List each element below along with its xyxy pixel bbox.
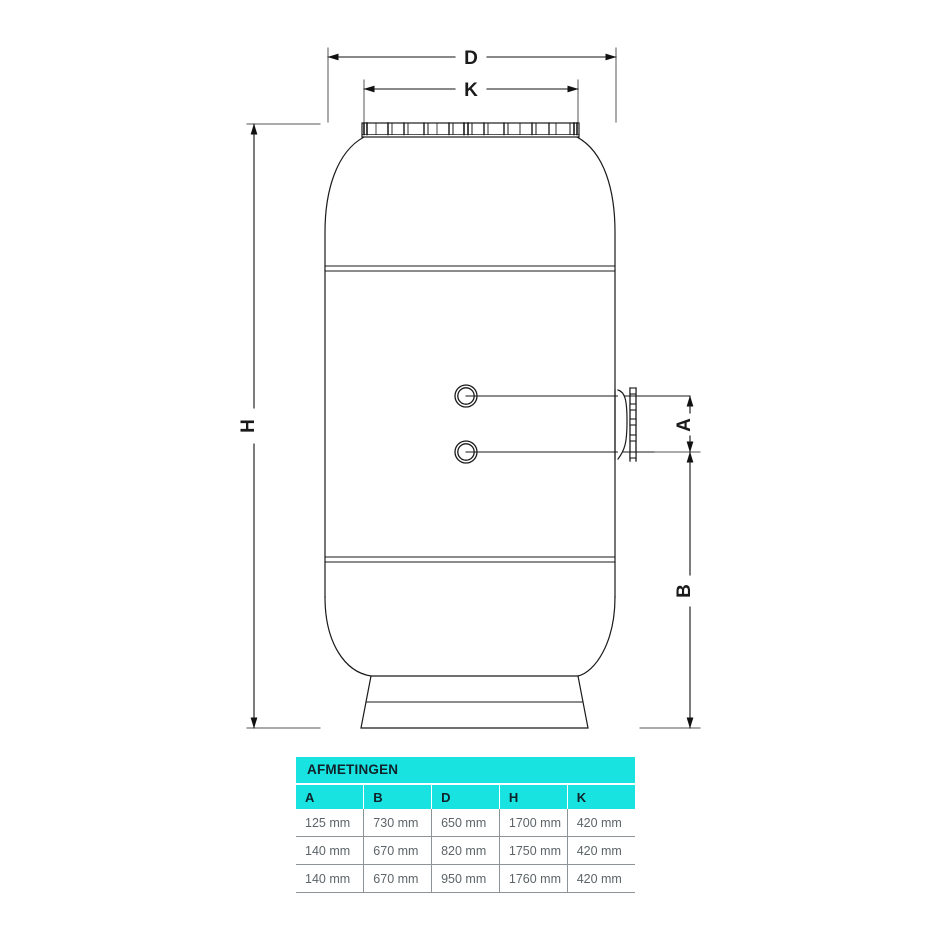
table-title-gap — [296, 783, 635, 785]
column-header-h: H — [499, 785, 568, 809]
cell-h-3: 1760 mm — [499, 864, 568, 893]
lower-seam-band — [324, 556, 616, 563]
lid-collar-ring — [361, 122, 580, 138]
dimension-k — [363, 79, 579, 123]
cell-h-2: 1750 mm — [499, 836, 568, 865]
cell-a-1: 125 mm — [296, 809, 365, 837]
cell-d-3: 950 mm — [431, 864, 500, 893]
dimension-label-k: K — [464, 80, 478, 101]
upper-seam-band — [324, 265, 616, 272]
gap-cell — [296, 783, 635, 785]
cell-a-2: 140 mm — [296, 836, 365, 865]
cell-k-1: 420 mm — [567, 809, 635, 837]
vessel-outline — [324, 136, 616, 677]
cell-b-3: 670 mm — [363, 864, 433, 893]
table-title-cell: AFMETINGEN — [296, 757, 635, 783]
dimension-label-h: H — [238, 419, 259, 433]
table-header-row: A B D H K — [296, 785, 635, 809]
cell-a-3: 140 mm — [296, 864, 365, 893]
cell-d-2: 820 mm — [431, 836, 500, 865]
dimension-h — [246, 123, 321, 729]
column-header-d: D — [431, 785, 500, 809]
dimension-label-a: A — [674, 418, 695, 432]
dimension-b — [639, 451, 701, 729]
column-header-k: K — [567, 785, 635, 809]
table-row: 140 mm 670 mm 820 mm 1750 mm 420 mm — [296, 836, 635, 865]
cell-k-2: 420 mm — [567, 836, 635, 865]
cell-d-1: 650 mm — [431, 809, 500, 837]
port-centerlines — [465, 395, 691, 453]
column-header-a: A — [296, 785, 365, 809]
cell-b-2: 670 mm — [363, 836, 433, 865]
table-row: 140 mm 670 mm 950 mm 1760 mm 420 mm — [296, 864, 635, 893]
table-row: 125 mm 730 mm 650 mm 1700 mm 420 mm — [296, 809, 635, 837]
cell-k-3: 420 mm — [567, 864, 635, 893]
dimension-label-d: D — [464, 48, 478, 69]
cell-b-1: 730 mm — [363, 809, 433, 837]
base-stand — [360, 675, 589, 729]
dimension-d — [327, 47, 617, 123]
table-title-row: AFMETINGEN — [296, 757, 635, 783]
column-header-b: B — [363, 785, 433, 809]
dimension-label-b: B — [674, 584, 695, 598]
side-flange-block — [614, 387, 637, 462]
table-title: AFMETINGEN — [307, 762, 399, 777]
dimensions-table: AFMETINGEN A B D H K 125 mm 730 mm 650 m… — [296, 757, 635, 893]
cell-h-1: 1700 mm — [499, 809, 568, 837]
